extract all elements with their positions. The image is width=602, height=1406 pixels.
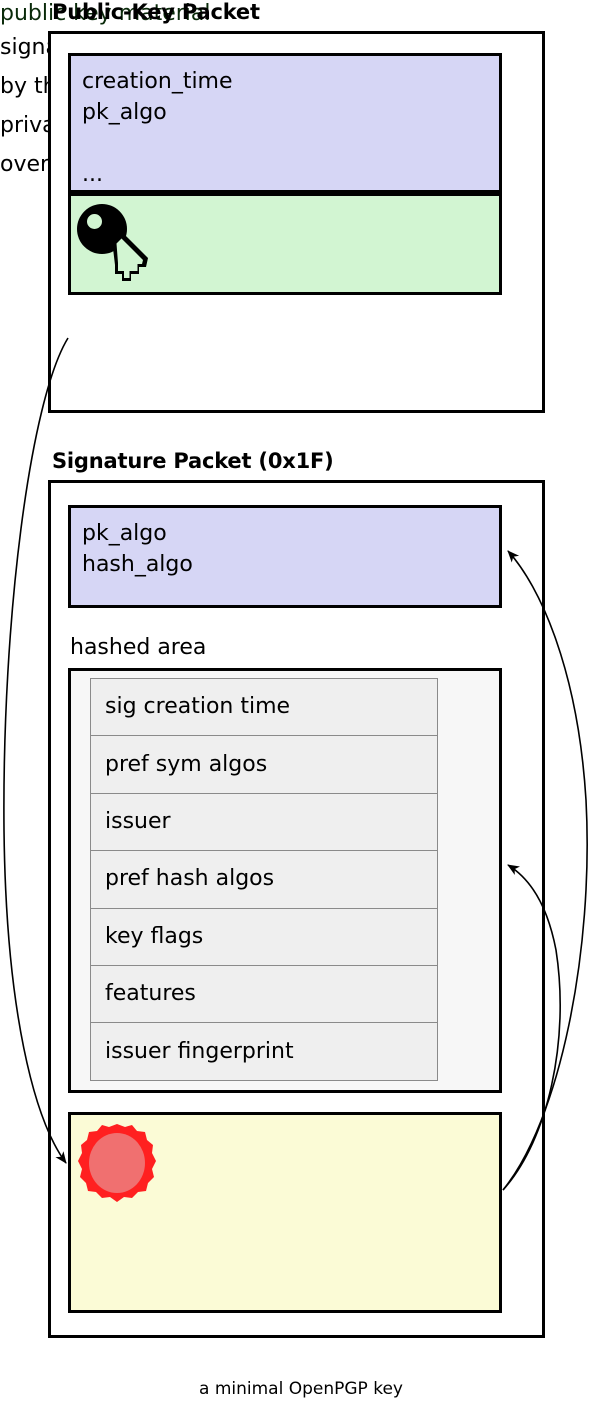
signature-packet-title: Signature Packet (0x1F) [52, 449, 334, 473]
key-icon [77, 204, 148, 281]
public-key-fields-block [68, 53, 502, 193]
list-item: issuer fingerprint [91, 1023, 437, 1081]
list-item: features [91, 965, 437, 1024]
public-key-fields-text: creation_time pk_algo ... [82, 69, 233, 187]
wax-seal-icon [78, 1124, 156, 1202]
public-key-packet-title: Public-Key Packet [52, 0, 260, 24]
public-key-material-block [68, 193, 502, 295]
public-key-material-label: public key material [0, 1, 211, 26]
signature-fields-text: pk_algo hash_algo [82, 521, 193, 577]
signature-fields-block [68, 505, 502, 608]
list-item: sig creation time [91, 679, 437, 737]
diagram-caption: a minimal OpenPGP key [199, 1379, 403, 1399]
list-item: key flags [91, 908, 437, 966]
hashed-area-label: hashed area [70, 635, 207, 660]
list-item: pref sym algos [91, 736, 437, 794]
list-item: issuer [91, 793, 437, 852]
subpacket-list: sig creation time pref sym algos issuer … [90, 678, 438, 1081]
list-item: pref hash algos [91, 851, 437, 909]
